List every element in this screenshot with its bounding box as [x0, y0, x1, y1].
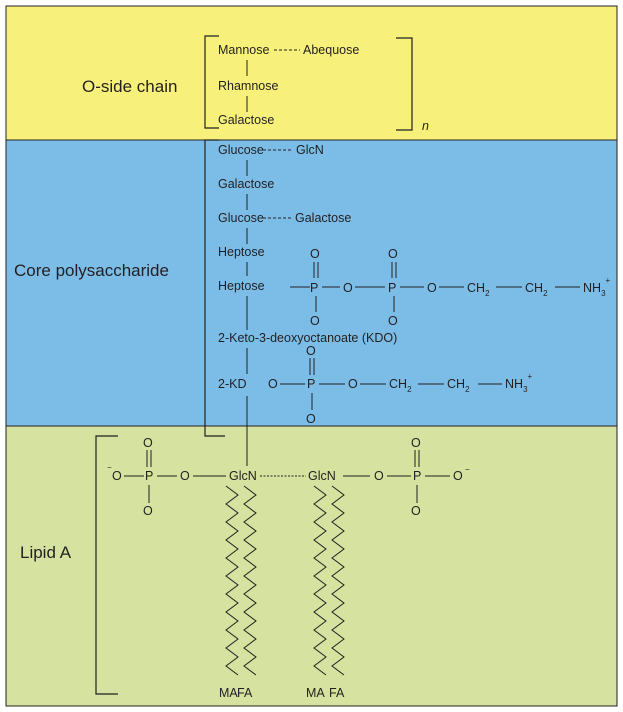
o-side-chain-label: O-side chain [82, 77, 177, 96]
svg-text:O: O [310, 314, 320, 328]
svg-text:O: O [143, 504, 153, 518]
svg-text:O: O [427, 281, 437, 295]
fatty-acid-chain-2 [243, 485, 257, 676]
heptose-ch2-1: CH2 [467, 281, 490, 298]
svg-text:−: − [465, 465, 470, 474]
sugar-glucose-1: Glucose [218, 143, 264, 157]
repeat-subscript-n: n [422, 119, 429, 133]
svg-text:O: O [348, 377, 358, 391]
sugar-galactose-2: Galactose [295, 211, 351, 225]
sugar-2-kd: 2-KD [218, 377, 246, 391]
svg-text:O: O [310, 247, 320, 261]
heptose-nh3: NH3+ [583, 276, 611, 298]
fatty-acid-label-fa-right: FA [329, 686, 345, 700]
heptose-phosphate-2-p: P [388, 281, 396, 295]
fatty-acid-label-ma-left: MA [219, 686, 238, 700]
o-side-right-bracket [396, 37, 413, 131]
svg-text:O: O [453, 469, 463, 483]
kd-phosphate-p: P [307, 377, 315, 391]
heptose-ch2-2: CH2 [525, 281, 548, 298]
o-side-chain-region [5, 5, 618, 141]
fatty-acid-label-ma-right: MA [306, 686, 325, 700]
lipid-right-phosphate-p: P [413, 469, 421, 483]
lipid-glcn-left: GlcN [229, 469, 257, 483]
svg-text:O: O [374, 469, 384, 483]
kd-ch2-2: CH2 [447, 377, 470, 394]
svg-text:O: O [143, 436, 153, 450]
fatty-acid-chain-4 [331, 485, 345, 676]
sugar-galactose-1: Galactose [218, 177, 274, 191]
svg-text:−: − [107, 463, 112, 472]
sugar-galactose-o: Galactose [218, 113, 274, 127]
lipid-left-phosphate-p: P [145, 469, 153, 483]
sugar-kdo: 2-Keto-3-deoxyoctanoate (KDO) [218, 331, 397, 345]
kd-ch2-1: CH2 [389, 377, 412, 394]
sugar-mannose: Mannose [218, 43, 269, 57]
core-polysaccharide-region [5, 139, 618, 427]
core-polysaccharide-label: Core polysaccharide [14, 261, 169, 280]
svg-text:O: O [306, 344, 316, 358]
fatty-acid-chain-3 [313, 485, 327, 676]
sugar-abequose: Abequose [303, 43, 359, 57]
fatty-acid-chain-1 [225, 485, 239, 676]
svg-text:O: O [388, 247, 398, 261]
svg-text:O: O [306, 412, 316, 426]
sugar-glucose-2: Glucose [218, 211, 264, 225]
svg-text:O: O [180, 469, 190, 483]
svg-text:O: O [112, 469, 122, 483]
fatty-acid-label-fa-left: FA [237, 686, 253, 700]
lipid-a-bracket [95, 435, 118, 695]
lipid-a-label: Lipid A [20, 543, 72, 562]
sugar-heptose-2: Heptose [218, 279, 265, 293]
lipid-a-region [5, 425, 618, 707]
sugar-heptose-1: Heptose [218, 245, 265, 259]
svg-text:O: O [268, 377, 278, 391]
o-side-left-bracket [204, 35, 219, 129]
svg-text:O: O [411, 504, 421, 518]
svg-text:O: O [388, 314, 398, 328]
svg-text:O: O [343, 281, 353, 295]
kd-nh3: NH3+ [505, 372, 533, 394]
sugar-glcn-core: GlcN [296, 143, 324, 157]
lipid-glcn-right: GlcN [308, 469, 336, 483]
sugar-rhamnose: Rhamnose [218, 79, 278, 93]
heptose-phosphate-1-p: P [310, 281, 318, 295]
core-bracket [204, 139, 225, 437]
svg-text:O: O [411, 436, 421, 450]
